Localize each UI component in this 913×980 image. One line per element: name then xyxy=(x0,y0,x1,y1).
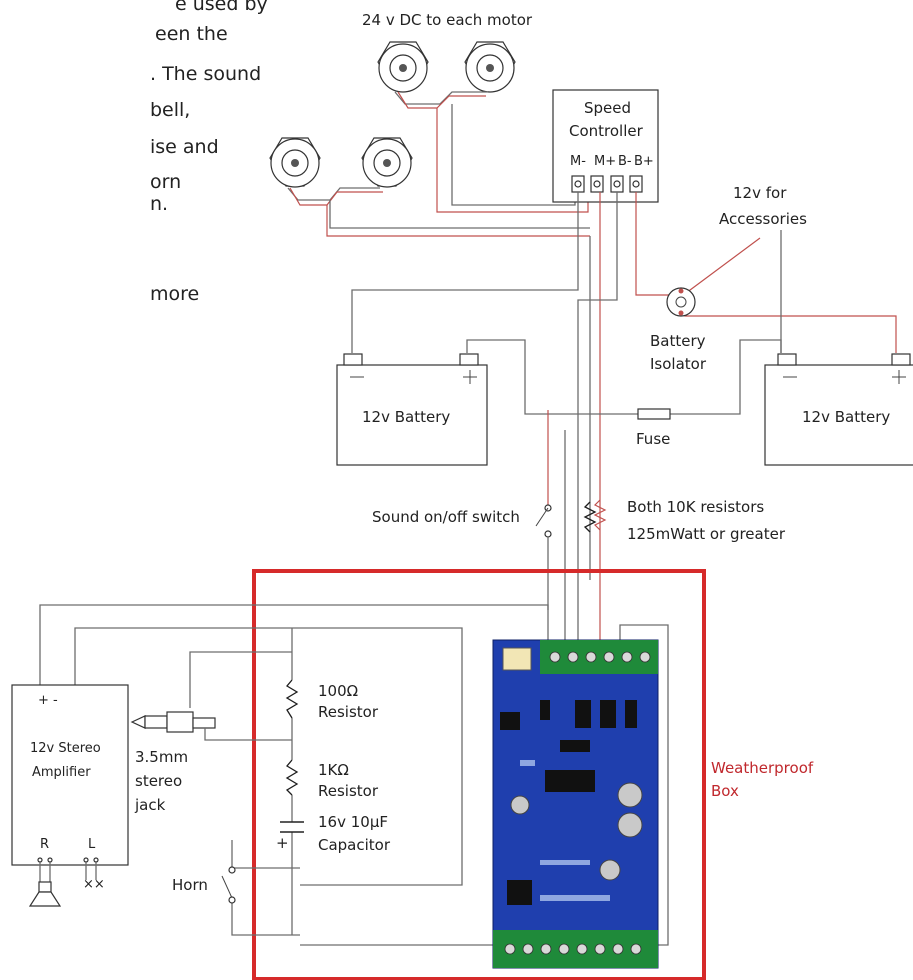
intro-line-2: een the xyxy=(155,23,228,45)
svg-text:××: ×× xyxy=(83,877,105,892)
battery-isolator-label-2: Isolator xyxy=(650,355,707,373)
intro-line-1: e used by xyxy=(175,0,268,15)
intro-line-8: more xyxy=(150,283,199,305)
battery-right-label: 12v Battery xyxy=(802,408,890,426)
speed-controller-label-1: Speed xyxy=(584,99,631,117)
battery-left: 12v Battery xyxy=(336,353,488,466)
intro-line-7: n. xyxy=(150,193,168,215)
intro-paragraph: e used by een the . The sound bell, ise … xyxy=(150,0,268,305)
fuse xyxy=(637,408,671,420)
weatherproof-box-label-2: Box xyxy=(711,782,739,800)
sound-switch-label: Sound on/off switch xyxy=(372,508,520,526)
battery-isolator-label-1: Battery xyxy=(650,332,706,350)
terminal-m-minus: M- xyxy=(570,154,586,169)
horn-label: Horn xyxy=(172,876,208,894)
motor-wires xyxy=(287,91,590,237)
weatherproof-box xyxy=(252,569,706,980)
fuse-label: Fuse xyxy=(636,430,670,448)
motor-bottom-left xyxy=(269,137,321,188)
accessories-label-1: 12v for xyxy=(733,184,787,202)
amp-wires xyxy=(39,604,669,946)
amp-label-2: Amplifier xyxy=(32,765,91,780)
battery-right: 12v Battery xyxy=(764,353,913,466)
intro-line-4: bell, xyxy=(150,99,190,121)
battery-left-label: 12v Battery xyxy=(362,408,450,426)
r1k-label-2: Resistor xyxy=(318,782,379,800)
amp-plus-minus: + - xyxy=(38,693,58,708)
terminal-b-minus: B- xyxy=(618,154,632,169)
speed-controller-label-2: Controller xyxy=(569,122,644,140)
main-wires xyxy=(351,192,897,640)
capacitor-plus: + xyxy=(276,834,289,852)
jack-label-3: jack xyxy=(134,796,166,814)
motor-top-left xyxy=(377,41,429,93)
speaker-icon xyxy=(28,881,62,907)
accessories-label-2: Accessories xyxy=(719,210,807,228)
stereo-jack xyxy=(130,711,216,741)
r100-label-1: 100Ω xyxy=(318,682,358,700)
motor-voltage-label: 24 v DC to each motor xyxy=(362,11,533,29)
terminal-b-plus: B+ xyxy=(634,154,654,169)
amp-right-label: R xyxy=(40,837,49,852)
capacitor-label-2: Capacitor xyxy=(318,836,391,854)
intro-line-3: . The sound xyxy=(150,63,261,85)
intro-line-6: orn xyxy=(150,171,181,193)
r100-label-2: Resistor xyxy=(318,703,379,721)
capacitor xyxy=(280,821,304,833)
resistor-100-ohm xyxy=(285,679,299,719)
motor-top-right xyxy=(464,41,516,93)
terminal-m-plus: M+ xyxy=(594,154,616,169)
r1k-label-1: 1KΩ xyxy=(318,761,349,779)
stereo-amplifier: + - 12v Stereo Amplifier R L ×× xyxy=(11,684,129,892)
weatherproof-box-label-1: Weatherproof xyxy=(711,759,814,777)
resistors-label-2: 125mWatt or greater xyxy=(627,525,786,543)
jack-label-1: 3.5mm xyxy=(135,748,188,766)
jack-label-2: stereo xyxy=(135,772,182,790)
sound-switch xyxy=(535,504,552,610)
amp-label-1: 12v Stereo xyxy=(30,741,101,756)
capacitor-label-1: 16v 10μF xyxy=(318,813,388,831)
resistors-label-1: Both 10K resistors xyxy=(627,498,764,516)
sound-board xyxy=(492,639,659,969)
resistor-pair xyxy=(583,499,607,533)
motor-bottom-right xyxy=(361,137,413,188)
horn-switch xyxy=(221,866,236,904)
resistor-1k-ohm xyxy=(285,759,299,796)
amp-left-label: L xyxy=(88,837,96,852)
intro-line-5: ise and xyxy=(150,136,219,158)
battery-isolator xyxy=(666,287,696,317)
speed-controller: Speed Controller M- M+ B- B+ xyxy=(552,89,659,203)
